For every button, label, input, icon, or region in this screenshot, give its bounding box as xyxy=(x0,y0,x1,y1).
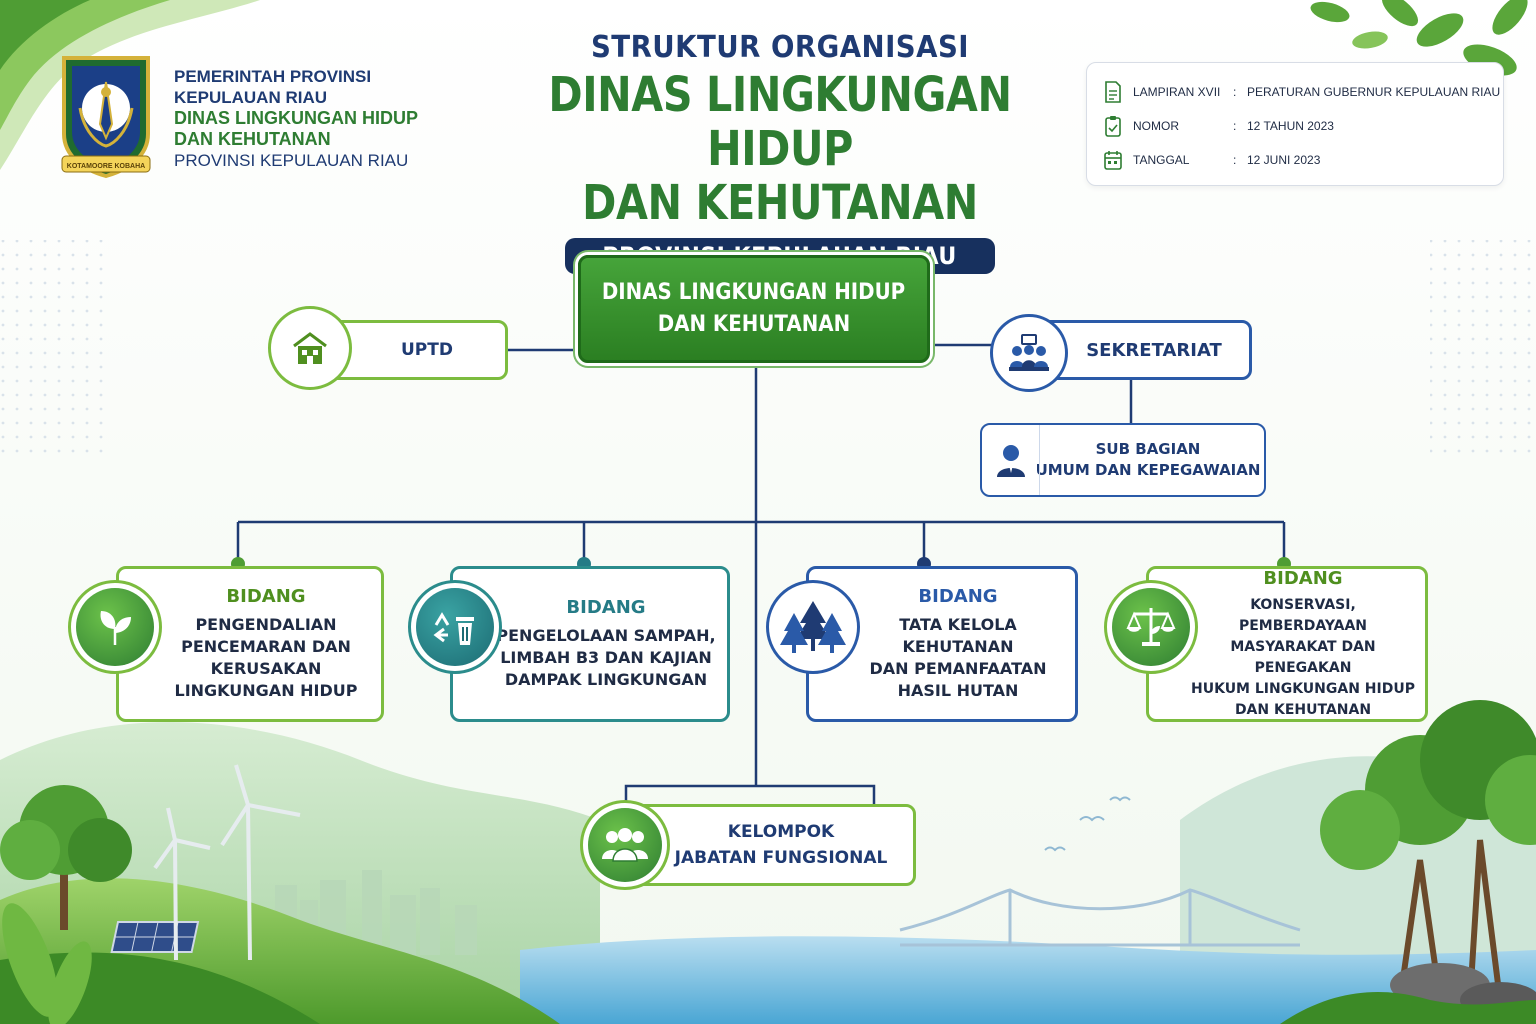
province-logo: KOTAMOORE KOBAHA xyxy=(58,52,154,186)
org-line: PROVINSI KEPULAUAN RIAU xyxy=(174,151,409,170)
organization-name: PEMERINTAH PROVINSI KEPULAUAN RIAU DINAS… xyxy=(174,66,418,171)
document-icon xyxy=(1105,81,1121,103)
kelompok-jabatan-box: KELOMPOK JABATAN FUNGSIONAL xyxy=(626,804,916,886)
sub-bagian-line2: UMUM DAN KEPEGAWAIAN xyxy=(1035,461,1261,479)
forest-icon xyxy=(780,601,846,653)
info-value: 12 TAHUN 2023 xyxy=(1247,119,1334,133)
bidang-text-line: DAN KEHUTANAN xyxy=(1234,701,1372,718)
title-big-line2: DAN KEHUTANAN xyxy=(582,175,978,231)
scales-icon xyxy=(1126,608,1176,646)
page-title: STRUKTUR ORGANISASI DINAS LINGKUNGAN HID… xyxy=(430,28,1130,274)
info-separator: : xyxy=(1233,119,1237,133)
sub-bagian-line1: SUB BAGIAN xyxy=(1095,440,1201,458)
bidang-icon-circle xyxy=(408,580,502,674)
bidang-heading: BIDANG xyxy=(566,597,646,618)
org-line: KEPULAUAN RIAU xyxy=(174,88,327,107)
info-label: NOMOR xyxy=(1133,119,1179,133)
clipboard-icon xyxy=(1105,116,1121,137)
sekretariat-icon-circle xyxy=(990,314,1068,392)
info-value: PERATURAN GUBERNUR KEPULAUAN RIAU xyxy=(1247,85,1501,99)
bidang-icon-circle xyxy=(766,580,860,674)
bidang-text-line: HASIL HUTAN xyxy=(897,681,1019,700)
info-label: TANGGAL xyxy=(1133,153,1190,167)
info-value: 12 JUNI 2023 xyxy=(1247,153,1321,167)
kelompok-line2: JABATAN FUNGSIONAL xyxy=(674,848,888,868)
info-separator: : xyxy=(1233,85,1237,99)
sub-bagian-icon-cell xyxy=(982,425,1040,495)
info-row-lampiran: LAMPIRAN XVII : PERATURAN GUBERNUR KEPUL… xyxy=(1103,81,1500,103)
building-icon xyxy=(293,332,327,364)
title-big-line1: DINAS LINGKUNGAN HIDUP xyxy=(548,67,1012,177)
bidang-text-line: LIMBAH B3 DAN KAJIAN xyxy=(500,648,712,667)
info-separator: : xyxy=(1233,153,1237,167)
recycle-bin-icon xyxy=(433,612,474,645)
bidang-text-line: PENGENDALIAN xyxy=(195,615,337,634)
sekretariat-box: SEKRETARIAT xyxy=(1040,320,1252,380)
bidang-box-pengelolaan-sampah: BIDANG PENGELOLAAN SAMPAH, LIMBAH B3 DAN… xyxy=(450,566,730,722)
info-row-nomor: NOMOR : 12 TAHUN 2023 xyxy=(1103,115,1334,137)
bidang-box-pengendalian: BIDANG PENGENDALIAN PENCEMARAN DAN KERUS… xyxy=(116,566,384,722)
head-of-office-box: DINAS LINGKUNGAN HIDUP DAN KEHUTANAN xyxy=(578,255,930,363)
leaf-icon xyxy=(100,611,131,645)
bidang-heading: BIDANG xyxy=(226,586,306,607)
bidang-text-line: DAMPAK LINGKUNGAN xyxy=(504,670,708,689)
kelompok-line1: KELOMPOK xyxy=(727,822,835,842)
title-small: STRUKTUR ORGANISASI xyxy=(590,30,970,65)
org-line: PEMERINTAH PROVINSI xyxy=(174,67,372,86)
bidang-heading: BIDANG xyxy=(918,586,998,607)
main-box-line2: DAN KEHUTANAN xyxy=(657,312,851,337)
bidang-icon-circle xyxy=(68,580,162,674)
org-line: DINAS LINGKUNGAN HIDUP xyxy=(174,108,419,128)
bidang-text-line: KERUSAKAN xyxy=(210,659,322,678)
bidang-text-line: KONSERVASI, PEMBERDAYAAN xyxy=(1238,596,1368,634)
sub-bagian-box: SUB BAGIAN UMUM DAN KEPEGAWAIAN xyxy=(980,423,1266,497)
kelompok-icon-circle xyxy=(580,800,670,890)
bidang-text-line: LINGKUNGAN HIDUP xyxy=(174,681,358,700)
main-box-line1: DINAS LINGKUNGAN HIDUP xyxy=(602,280,906,305)
info-row-tanggal: TANGGAL : 12 JUNI 2023 xyxy=(1103,149,1320,171)
uptd-icon-circle xyxy=(268,306,352,390)
calendar-icon xyxy=(1104,151,1122,170)
org-line: DAN KEHUTANAN xyxy=(174,129,331,149)
regulation-info-box: LAMPIRAN XVII : PERATURAN GUBERNUR KEPUL… xyxy=(1086,62,1504,186)
bidang-text-line: DAN PEMANFAATAN xyxy=(869,659,1047,678)
bidang-text-line: HUKUM LINGKUNGAN HIDUP xyxy=(1191,680,1415,697)
meeting-icon xyxy=(1009,334,1049,371)
bidang-text-line: TATA KELOLA KEHUTANAN xyxy=(899,615,1017,656)
bidang-heading: BIDANG xyxy=(1263,567,1343,589)
sekretariat-label: SEKRETARIAT xyxy=(1086,339,1222,361)
bidang-text-line: MASYARAKAT DAN PENEGAKAN xyxy=(1230,638,1376,676)
info-label: LAMPIRAN XVII xyxy=(1133,85,1221,99)
uptd-label: UPTD xyxy=(401,340,453,360)
bidang-icon-circle xyxy=(1104,580,1198,674)
bidang-text-line: PENGELOLAAN SAMPAH, xyxy=(496,626,716,645)
group-icon xyxy=(602,828,648,862)
person-icon xyxy=(996,445,1025,477)
bidang-text-line: PENCEMARAN DAN xyxy=(181,637,351,656)
logo-ribbon-text: KOTAMOORE KOBAHA xyxy=(66,163,146,170)
